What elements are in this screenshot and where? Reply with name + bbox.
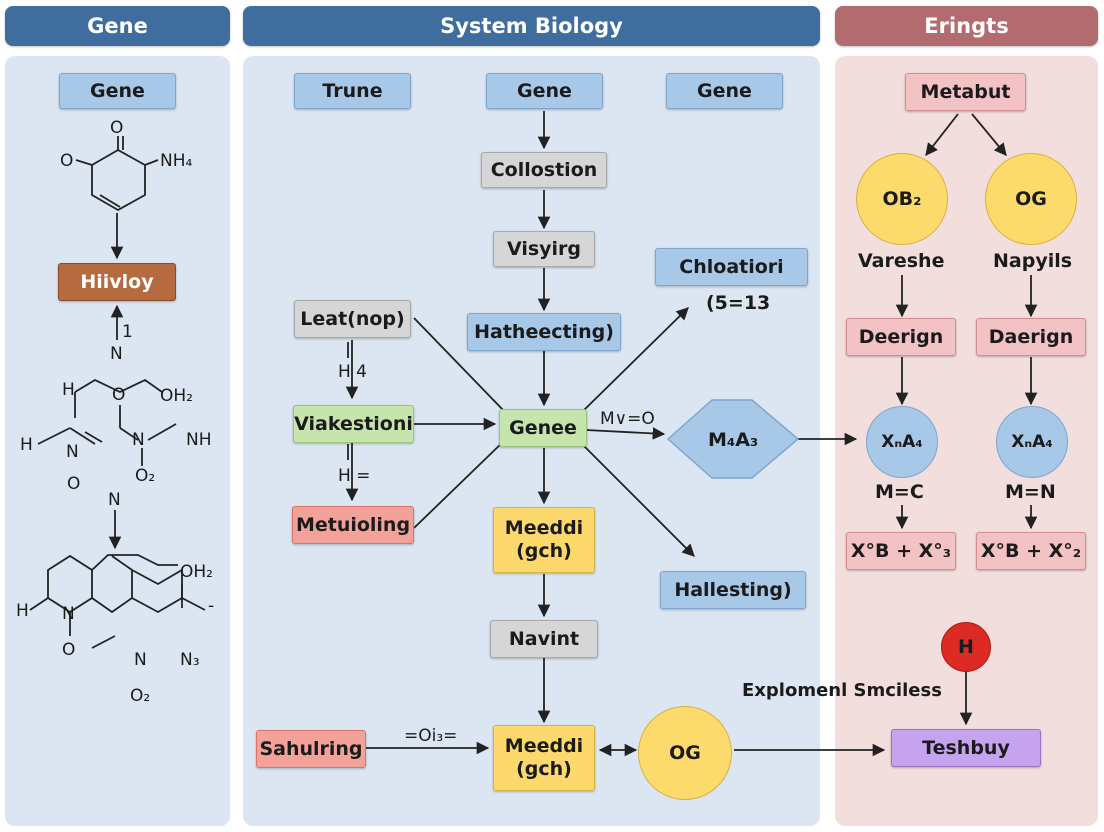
napyils-label: Napyils <box>993 250 1073 272</box>
og-circle-right: OG <box>985 153 1077 245</box>
header-system-biology: System Biology <box>243 6 820 46</box>
mol2-oh2: OH₂ <box>160 386 193 406</box>
diamond-node <box>666 399 800 479</box>
og-circle-middle: OG <box>638 706 732 800</box>
gene-box-top: Gene <box>486 73 603 109</box>
h-eq-label: H = <box>338 466 371 486</box>
oi-label: =Oi₃= <box>404 726 458 746</box>
n-label: N <box>108 490 121 510</box>
gene-box-right: Gene <box>666 73 783 109</box>
hallesting-box: Hallesting) <box>660 571 806 609</box>
mol2-h2: H <box>20 435 33 455</box>
mol3-n2: N <box>134 650 147 670</box>
arrow-label-n: N <box>110 344 123 364</box>
teshbuy-box: Teshbuy <box>891 729 1041 767</box>
mol3-n: N <box>62 604 75 624</box>
mol3-h: H <box>16 601 29 621</box>
meeddi-box-2: Meeddi (gch) <box>493 725 595 791</box>
xna4-circle-left: XₙA₄ <box>866 406 938 478</box>
o-label: O <box>67 474 81 494</box>
gene-box-left: Gene <box>59 73 176 109</box>
h4-label: H 4 <box>338 362 368 382</box>
mol3-n3: N₃ <box>180 650 200 670</box>
formula-box-left: X°B + X°₃ <box>846 532 956 570</box>
mol2-h: H <box>62 380 75 400</box>
metabut-box: Metabut <box>905 73 1026 111</box>
diamond-label: M₄A₃ <box>708 429 759 451</box>
leat-nop-box: Leat(nop) <box>294 300 411 338</box>
formula-box-right: X°B + X°₂ <box>976 532 1086 570</box>
hivloy-box: Hiivloy <box>58 263 176 301</box>
sahulring-box: Sahulring <box>256 730 366 768</box>
meeddi-box-1: Meeddi (gch) <box>493 507 595 573</box>
deerign-box: Deerign <box>846 318 956 356</box>
metuioling-box: Metuioling <box>292 506 414 544</box>
navint-box: Navint <box>490 620 598 658</box>
molecule-2-structure <box>37 378 177 466</box>
genee-box: Genee <box>499 409 587 447</box>
viakestioni-box: Viakestioni <box>293 405 414 443</box>
molecule-3-structure <box>29 554 206 649</box>
explomenl-label: Explomenl Smciless <box>742 680 942 701</box>
mol2-o: O <box>112 385 126 405</box>
mol3-o: O <box>62 640 76 660</box>
mol1-nh4: NH₄ <box>160 151 193 171</box>
mol2-o2: O₂ <box>135 466 156 486</box>
mol3-minus: - <box>208 596 215 616</box>
mol3-oh2: OH₂ <box>180 562 213 582</box>
chloatiori-equation: (5=13 <box>706 292 771 314</box>
mvo-label: M∨=O <box>600 409 655 429</box>
ob2-circle: OB₂ <box>856 153 948 245</box>
visyirg-box: Visyirg <box>493 231 595 267</box>
trune-box: Trune <box>294 73 411 109</box>
xna4-circle-right: XₙA₄ <box>996 406 1068 478</box>
daerign-box: Daerign <box>976 318 1086 356</box>
header-eringts: Eringts <box>835 6 1098 46</box>
hatheecting-box: Hatheecting) <box>467 313 621 351</box>
mol1-o-left: O <box>60 151 74 171</box>
h-circle: H <box>941 622 991 672</box>
mc-label: M=C <box>875 481 924 503</box>
vareshe-label: Vareshe <box>858 250 945 272</box>
molecule-1-structure <box>75 136 159 212</box>
mol1-o-top: O <box>110 118 124 138</box>
o2-label: O₂ <box>130 686 151 706</box>
mol2-n: N <box>66 442 79 462</box>
chloatiori-box: Chloatiori <box>655 248 808 286</box>
arrow-label-1: 1 <box>122 322 133 342</box>
header-gene: Gene <box>5 6 230 46</box>
collostion-box: Collostion <box>481 152 607 188</box>
mol2-n2: N <box>132 430 145 450</box>
mn-label: M=N <box>1005 481 1056 503</box>
mol2-nh: NH <box>186 430 212 450</box>
